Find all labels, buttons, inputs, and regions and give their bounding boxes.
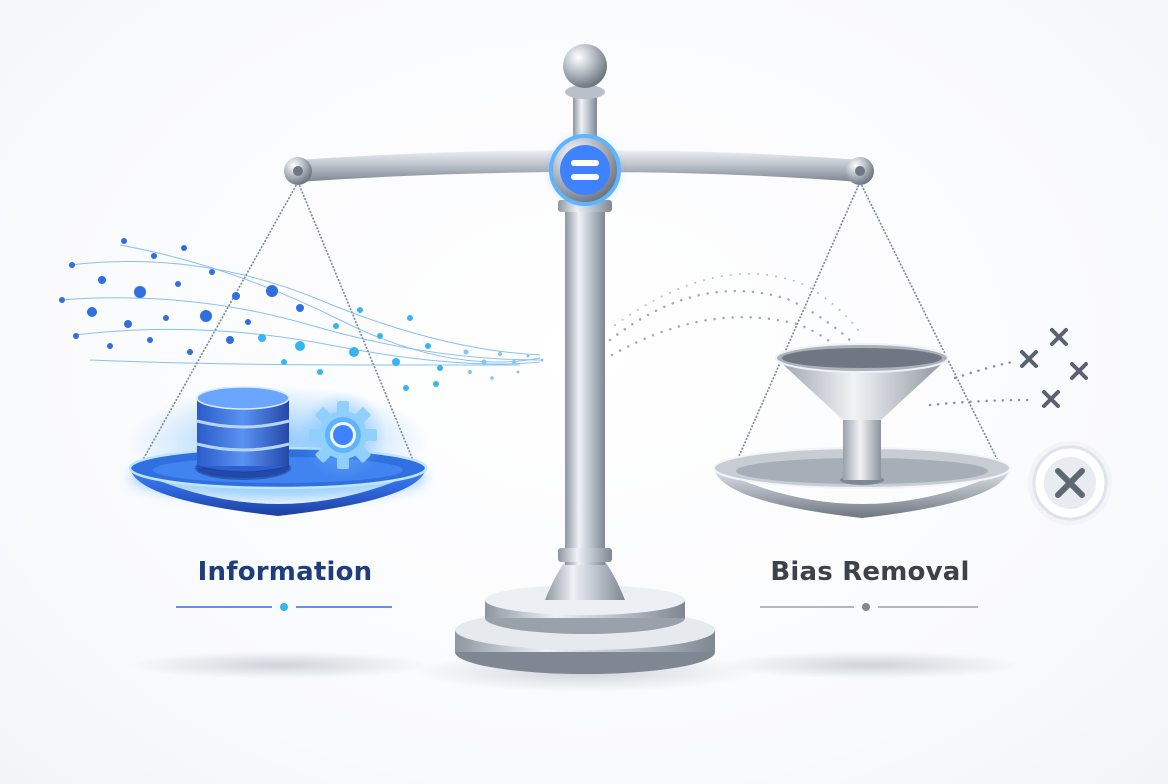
- funnel-icon: [775, 343, 949, 485]
- right-label-underline: [760, 603, 978, 611]
- finial-ball: [563, 44, 607, 88]
- scale-base: [455, 560, 715, 674]
- close-circle-icon: [1028, 441, 1112, 525]
- right-pan: [713, 343, 1011, 518]
- rejected-flow-dots: [928, 360, 1032, 407]
- left-label-underline: [176, 603, 392, 611]
- database-icon: [195, 386, 291, 480]
- x-mark-icon: [1020, 328, 1088, 408]
- pivot-equals-badge: [543, 128, 627, 212]
- gear-icon: [299, 391, 387, 479]
- scale-pillar: [565, 200, 605, 565]
- chains-right: [734, 181, 1001, 466]
- information-label: Information: [197, 557, 373, 587]
- floor-shadow-right: [720, 651, 1020, 679]
- filter-flow-dots: [608, 272, 863, 362]
- equals-icon: [571, 160, 599, 180]
- scale-finial: [563, 44, 607, 138]
- data-particles-icon: [59, 238, 544, 391]
- left-pan: [128, 386, 428, 516]
- bias-removal-label: Bias Removal: [770, 557, 970, 587]
- floor-shadow-left: [130, 651, 430, 679]
